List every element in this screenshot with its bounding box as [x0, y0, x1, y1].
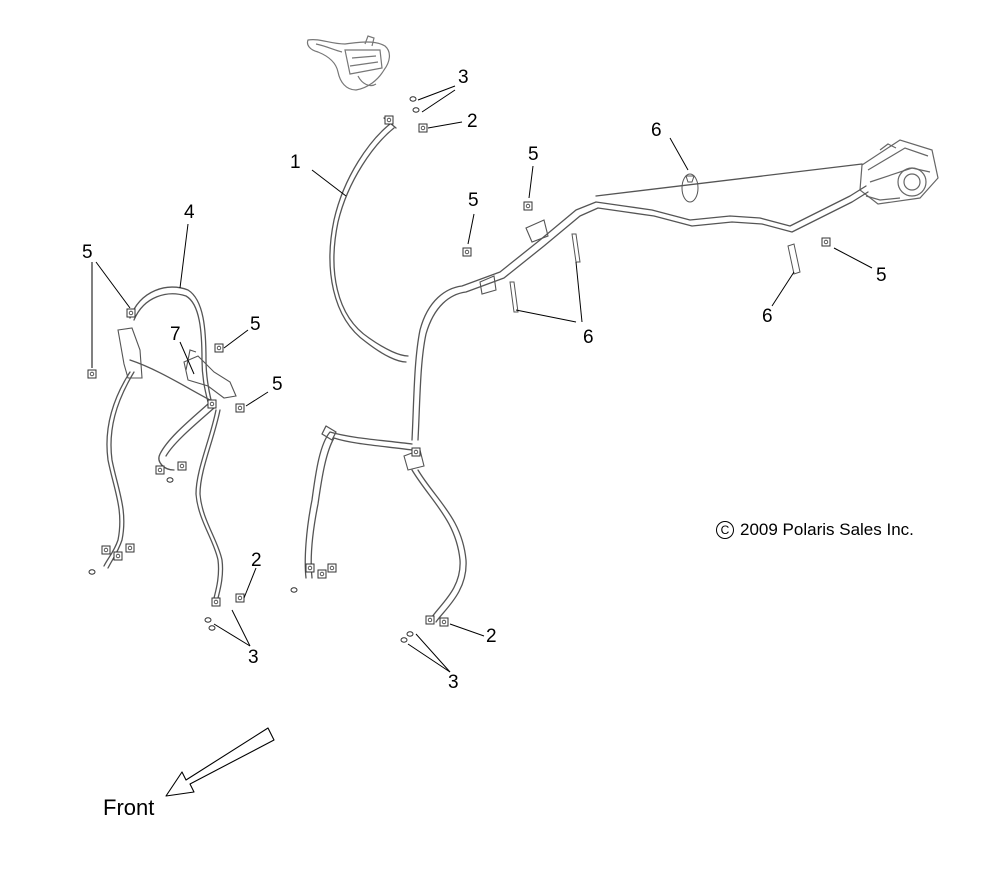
copyright-text: 2009 Polaris Sales Inc. [740, 520, 914, 539]
callout-5-center-upper: 5 [528, 144, 539, 165]
callout-labels: 1 2 2 2 3 3 3 4 5 5 5 5 5 5 6 6 6 7 [82, 67, 887, 693]
callout-3-right: 3 [448, 672, 459, 693]
abs-module [859, 139, 939, 205]
callout-3-top: 3 [458, 67, 469, 88]
copyright-symbol: C [716, 521, 734, 539]
callout-6-right: 6 [762, 306, 773, 327]
brake-lines [103, 117, 869, 623]
callout-3-left: 3 [248, 647, 259, 668]
leader-lines [91, 85, 873, 673]
callout-2-top: 2 [467, 111, 478, 132]
callout-5-center-lower: 5 [468, 190, 479, 211]
master-cylinder [306, 35, 390, 91]
callout-5-mid-lower: 5 [272, 374, 283, 395]
callout-5-right: 5 [876, 265, 887, 286]
front-arrow-icon [165, 727, 275, 797]
callout-2-right: 2 [486, 626, 497, 647]
callout-5-mid-upper: 5 [250, 314, 261, 335]
callout-4: 4 [184, 202, 195, 223]
callout-1: 1 [290, 152, 301, 173]
clips [509, 173, 801, 313]
callout-5-left: 5 [82, 242, 93, 263]
callout-6-top: 6 [651, 120, 662, 141]
callout-7: 7 [170, 324, 181, 345]
callout-6-center: 6 [583, 327, 594, 348]
front-label: Front [103, 795, 155, 820]
callout-2-left: 2 [251, 550, 262, 571]
copyright-notice: C 2009 Polaris Sales Inc. [716, 520, 914, 540]
